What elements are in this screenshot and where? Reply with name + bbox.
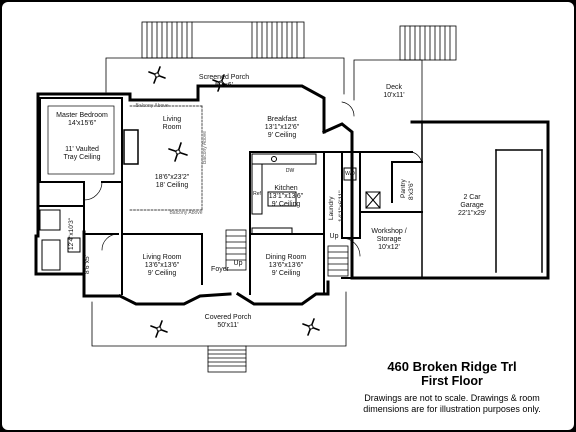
- foyer-label: Foyer: [211, 266, 229, 273]
- door-swings: [83, 101, 423, 257]
- pantry-dims-label: 8'x3'6": [408, 181, 415, 200]
- pantry-label: Pantry: [400, 179, 407, 198]
- back-stairs: [141, 21, 305, 59]
- laundry-dims-label: 14'1"x6'11": [338, 190, 345, 222]
- title-block: 460 Broken Ridge Trl First Floor Drawing…: [332, 359, 572, 415]
- disclaimer-line-2: dimensions are for illustration purposes…: [363, 404, 541, 414]
- balcony-above-bottom-label: Balcony Above: [169, 210, 203, 216]
- covered-porch-outline: [91, 301, 209, 347]
- balcony-above-top-label: Balcony Above: [135, 103, 169, 109]
- fan-icon: [168, 142, 188, 162]
- garage-door: [421, 121, 543, 279]
- address-title: 460 Broken Ridge Trl: [387, 359, 517, 374]
- bath-dims-label: 12'4"x10'3": [68, 217, 75, 250]
- wd-label: W/D: [345, 171, 355, 177]
- dw-label: DW: [285, 168, 295, 174]
- interior-stair: [225, 229, 247, 271]
- tray-ceiling: [47, 105, 115, 175]
- up-foyer-label: Up: [233, 260, 243, 267]
- fan-icon: [148, 66, 166, 84]
- fan-icon: [150, 320, 168, 338]
- closet-dims-label: 8'6"x5': [84, 255, 91, 274]
- disclaimer: Drawings are not to scale. Drawings & ro…: [332, 393, 572, 415]
- laundry-fixtures: [343, 167, 381, 209]
- kitchen-cabinets: [251, 153, 317, 235]
- deck-stairs: [399, 25, 457, 61]
- bath-fixtures: [39, 209, 81, 271]
- screened-porch-outline: [105, 57, 345, 95]
- balcony-lines: [129, 105, 203, 211]
- laundry-label: Laundry: [328, 196, 335, 221]
- deck-outline: [353, 59, 423, 123]
- fan-icon: [302, 318, 320, 336]
- ref-label: Ref: [253, 191, 261, 197]
- fireplace: [123, 129, 139, 165]
- balcony-above-side-label: Balcony Above: [202, 130, 208, 164]
- front-stairs: [207, 345, 247, 373]
- living-room-upper-dims: 18'6"x23'2"18' Ceiling: [154, 174, 190, 190]
- workshop-stair: [327, 245, 349, 277]
- up-workshop-label: Up: [329, 233, 339, 240]
- fan-icon: [212, 74, 230, 92]
- floor-title: First Floor: [421, 374, 483, 388]
- disclaimer-line-1: Drawings are not to scale. Drawings & ro…: [364, 393, 540, 403]
